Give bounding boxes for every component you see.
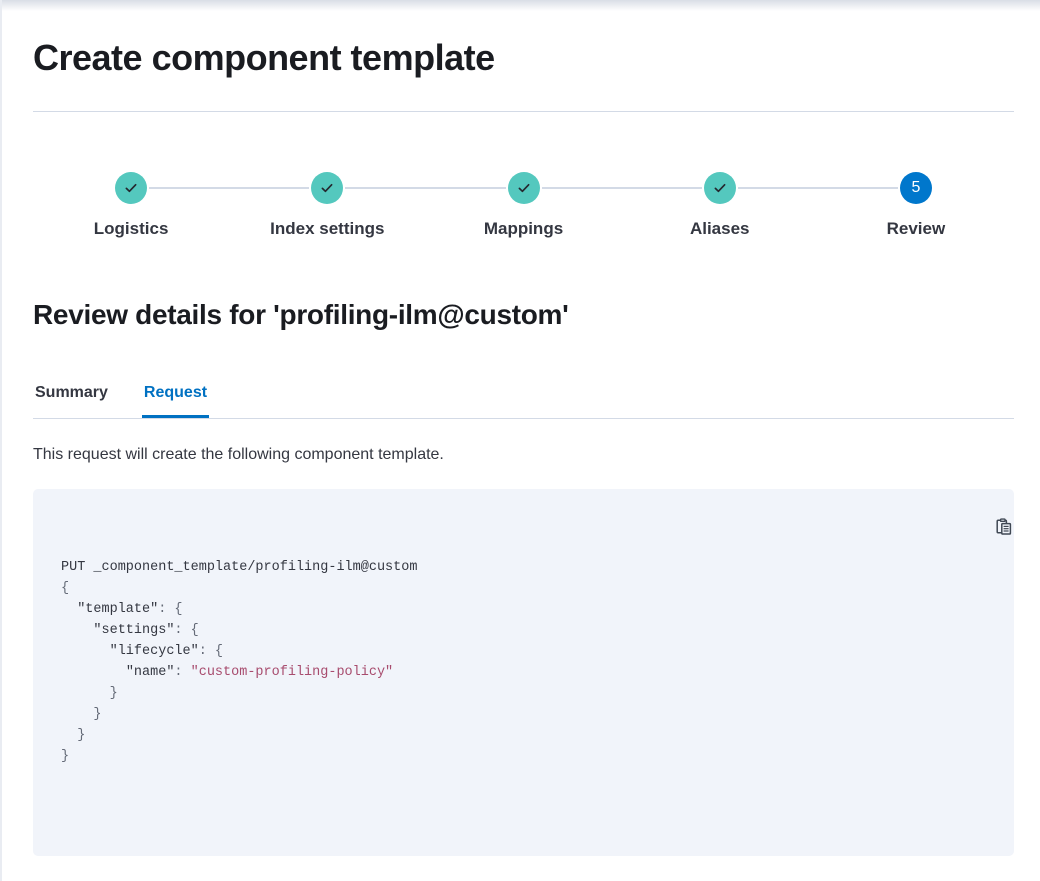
step-label: Review	[886, 219, 946, 238]
copy-clipboard-icon	[996, 518, 1011, 535]
code-line: "settings": {	[93, 623, 199, 638]
tab-request[interactable]: Request	[142, 375, 209, 418]
step-aliases[interactable]: Aliases	[621, 172, 819, 241]
code-line: "template": {	[77, 602, 183, 617]
step-complete-circle[interactable]	[115, 172, 148, 204]
page-title: Create component template	[33, 37, 495, 78]
code-line: }	[61, 707, 102, 722]
step-label: Logistics	[93, 219, 169, 238]
code-line: "lifecycle": {	[109, 644, 224, 659]
step-complete-circle[interactable]	[311, 172, 344, 204]
review-heading: Review details for 'profiling-ilm@custom…	[33, 299, 569, 330]
top-scroll-shadow	[0, 0, 1040, 11]
code-lines: PUT _component_template/profiling-ilm@cu…	[61, 557, 924, 767]
step-index-settings[interactable]: Index settings	[229, 172, 426, 241]
check-icon	[714, 183, 726, 193]
step-label: Aliases	[689, 219, 750, 238]
copy-clipboard-button[interactable]	[964, 517, 1011, 537]
code-line: {	[61, 581, 70, 596]
code-line: }	[61, 686, 118, 701]
step-complete-circle[interactable]	[507, 172, 540, 204]
code-line: "name": "custom-profiling-policy"	[125, 665, 394, 680]
check-icon	[125, 183, 137, 193]
header-divider	[33, 111, 1014, 112]
tab-summary[interactable]: Summary	[33, 375, 110, 418]
step-label: Mappings	[483, 219, 564, 238]
review-tabs: Summary Request	[33, 375, 1014, 419]
check-icon	[518, 183, 529, 193]
code-line: }	[61, 749, 70, 764]
step-mappings[interactable]: Mappings	[425, 172, 622, 241]
request-code-block: PUT _component_template/profiling-ilm@cu…	[33, 489, 1014, 856]
request-description: This request will create the following c…	[33, 446, 444, 463]
left-panel-edge	[0, 0, 2, 881]
step-label: Index settings	[270, 219, 385, 238]
step-number-circle[interactable]: 5	[899, 172, 932, 204]
check-icon	[321, 183, 333, 193]
code-line: PUT _component_template/profiling-ilm@cu…	[61, 560, 418, 575]
step-complete-circle[interactable]	[703, 172, 736, 204]
step-logistics[interactable]: Logistics	[33, 172, 230, 241]
code-line: }	[61, 728, 86, 743]
